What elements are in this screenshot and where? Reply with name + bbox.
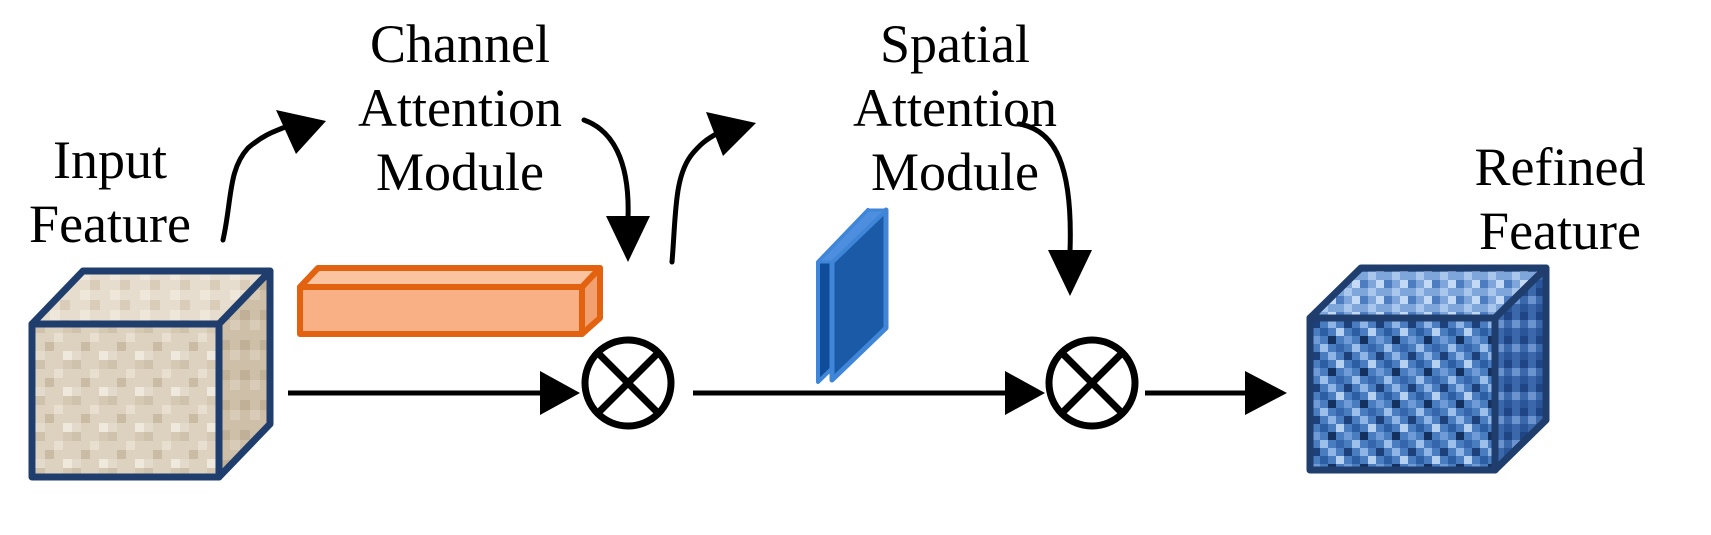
spatial-attention-line-1: Spatial <box>880 14 1030 74</box>
channel-attention-bar <box>297 265 603 337</box>
input-feature-line-1: Input <box>53 130 167 190</box>
curve-input-to-channel <box>220 123 291 243</box>
refined-cube-front-face <box>1306 314 1499 474</box>
arrow-head-channel-to-multiply-1 <box>606 216 650 262</box>
spatial-slab-top-edge <box>816 208 888 264</box>
channel-attention-label: Channel Attention Module <box>335 12 585 204</box>
arrow-head-multiply-1-to-spatial <box>706 112 756 156</box>
arrow-head-spatial-to-multiply-2 <box>1048 250 1092 296</box>
spatial-attention-label: Spatial Attention Module <box>830 12 1080 204</box>
curved-arrow-heads <box>276 110 1092 296</box>
curve-spatial-to-multiply-2 <box>1016 121 1073 255</box>
refined-feature-line-1: Refined <box>1474 137 1646 197</box>
input-cube-front-face <box>28 320 223 481</box>
channel-attention-line-2: Attention <box>358 78 562 138</box>
multiply-operator-1 <box>581 336 675 430</box>
spatial-attention-line-3: Module <box>871 142 1039 202</box>
curved-arrows <box>220 117 1073 265</box>
spatial-attention-slab <box>816 207 889 384</box>
channel-bar-front-face <box>297 284 585 337</box>
refined-feature-cube <box>1306 264 1550 474</box>
multiply-2-cross-b <box>1059 350 1125 416</box>
curve-channel-to-multiply-1 <box>581 117 631 221</box>
arrow-head-multiply-2-to-refined <box>1245 371 1287 415</box>
arrow-head-multiply-1-to-multiply-2 <box>1005 371 1045 415</box>
channel-attention-line-3: Module <box>376 142 544 202</box>
multiply-1-cross-b <box>595 350 661 416</box>
refined-feature-line-2: Feature <box>1479 201 1641 261</box>
input-feature-label: Input Feature <box>10 128 210 256</box>
straight-arrows <box>288 371 1287 415</box>
arrow-head-input-to-channel <box>276 110 326 154</box>
refined-feature-label: Refined Feature <box>1450 135 1670 263</box>
input-feature-line-2: Feature <box>29 194 191 254</box>
input-feature-cube <box>28 267 274 481</box>
channel-attention-line-1: Channel <box>370 14 550 74</box>
spatial-attention-line-2: Attention <box>853 78 1057 138</box>
curve-multiply-1-to-spatial <box>669 130 721 265</box>
multiply-operator-2 <box>1045 336 1139 430</box>
arrow-head-input-to-multiply-1 <box>540 371 580 415</box>
